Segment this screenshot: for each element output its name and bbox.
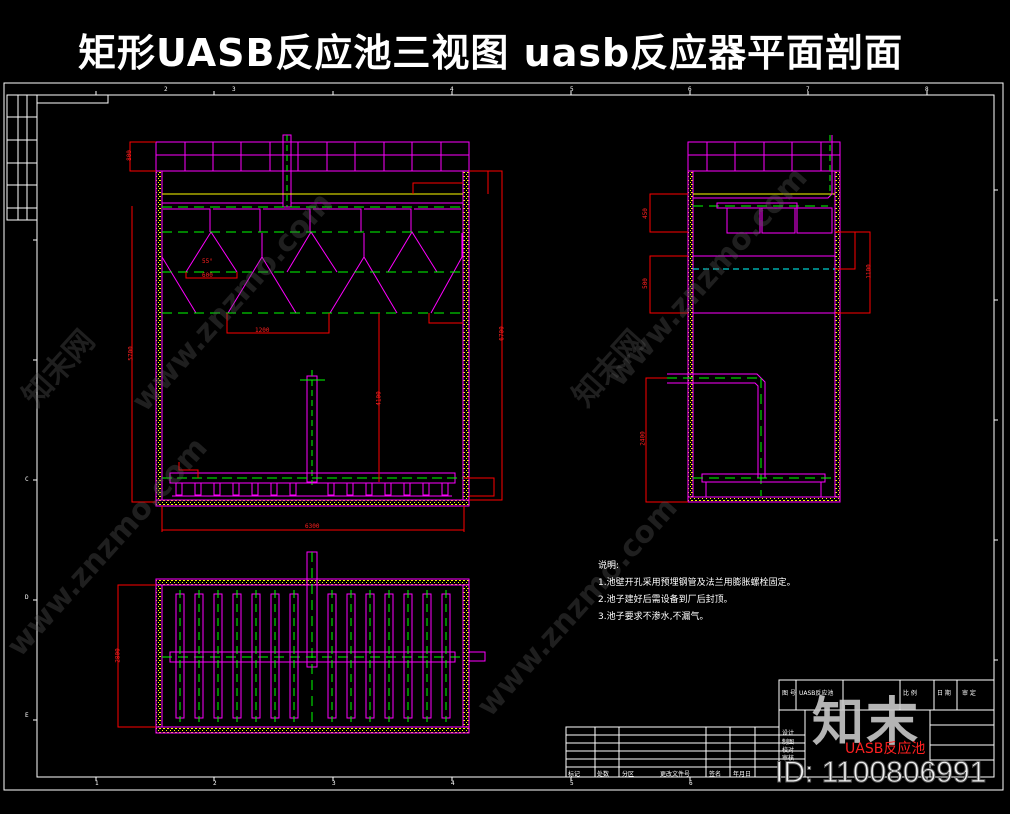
title-block-row-design: 设计: [782, 730, 795, 737]
grid-col-b5: 5: [570, 780, 574, 787]
dim-hood-angle: 55°: [202, 258, 213, 265]
dim-front-width: 6300: [305, 523, 320, 530]
dim-side-pipe: 2400: [639, 431, 647, 446]
dim-front-height: 5700: [127, 346, 135, 361]
title-block-footer-sign: 签名: [709, 771, 722, 778]
dim-side-upper: 450: [641, 208, 649, 219]
note-item: 2.池子建好后需设备到厂后封顶。: [598, 595, 733, 605]
dim-side-lower: 1100: [865, 264, 873, 279]
grid-col-3: 3: [232, 86, 236, 93]
grid-col-4: 4: [450, 86, 454, 93]
title-block-approve: 审 定: [962, 690, 976, 697]
notes-heading: 说明:: [598, 561, 620, 571]
note-item: 3.池子要求不渗水,不漏气。: [598, 612, 709, 622]
brand-logo: 知末: [812, 693, 921, 753]
grid-col-b6: 6: [689, 780, 693, 787]
dim-side-mid: 500: [641, 278, 649, 289]
dim-front-total-height: 6700: [498, 326, 506, 341]
grid-col-b2: 2: [213, 780, 217, 787]
grid-col-2: 2: [164, 86, 168, 93]
page-title: 矩形UASB反应池三视图 uasb反应器平面剖面: [78, 31, 904, 75]
title-block-date: 日 期: [937, 690, 951, 697]
title-block-scale: 比 例: [903, 690, 917, 697]
title-block-footer-doc: 更改文件号: [660, 771, 691, 778]
title-block-row-draw: 制图: [782, 739, 795, 746]
plan-view: [117, 551, 486, 734]
title-block-footer-date: 年月日: [733, 771, 752, 778]
resource-id: ID: 1100806991: [774, 756, 987, 790]
title-block-footer-zone: 分区: [622, 771, 635, 778]
side-section-view: [645, 135, 871, 503]
title-block-footer-count: 处数: [597, 771, 610, 778]
dim-top-rail: 800: [125, 150, 133, 161]
title-block-row-review: 审核: [782, 755, 795, 762]
grid-col-b1: 1: [95, 780, 99, 787]
grid-col-7: 7: [806, 86, 810, 93]
grid-col-b3: 3: [332, 780, 336, 787]
front-section-view: [129, 134, 503, 532]
dim-plan-width: 2800: [114, 648, 122, 663]
grid-col-6: 6: [688, 86, 692, 93]
grid-col-b4: 4: [451, 780, 455, 787]
title-block-row-check: 校对: [782, 747, 795, 754]
title-block-project: UASB反应池: [799, 690, 834, 697]
title-block-drawing-no: 图 号: [782, 690, 796, 697]
grid-col-8: 8: [925, 86, 929, 93]
drawing-notes: 说明: 1.池壁开孔采用预埋钢管及法兰用膨胀螺栓固定。 2.池子建好后需设备到厂…: [598, 558, 796, 626]
dim-hood-gap: 600: [202, 272, 213, 279]
dim-front-riser: 4100: [375, 391, 383, 406]
dim-hood-spacing: 1200: [255, 327, 270, 334]
grid-row-c: C: [25, 476, 29, 483]
grid-col-5: 5: [570, 86, 574, 93]
title-block: [565, 679, 995, 778]
title-block-footer-mark: 标记: [568, 771, 581, 778]
grid-row-d: D: [25, 594, 29, 601]
grid-row-e: E: [25, 712, 29, 719]
title-block-company: UASB反应池: [845, 741, 926, 757]
drawing-frame: [3, 82, 1004, 791]
note-item: 1.池壁开孔采用预埋钢管及法兰用膨胀螺栓固定。: [598, 578, 796, 588]
